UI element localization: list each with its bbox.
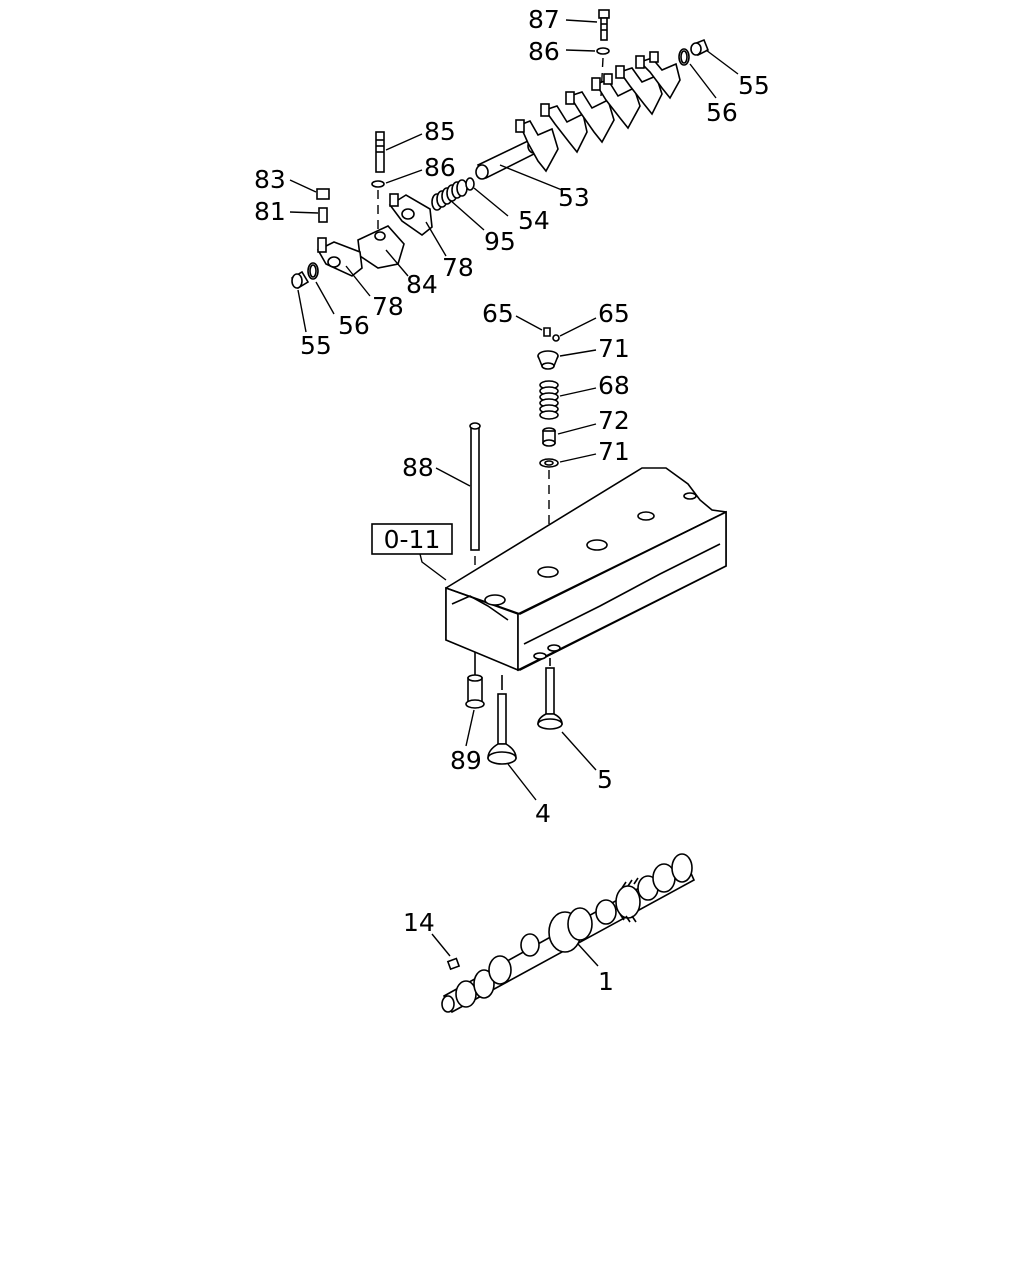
seal-72-drawing	[542, 427, 556, 447]
valve-4-drawing	[487, 675, 517, 765]
bolt-87-drawing	[598, 9, 610, 41]
callout-87[interactable]: 87	[528, 5, 560, 34]
callout-83[interactable]: 83	[254, 165, 286, 194]
callout-labels: 87 86 55 56 85 86 83 81 53 54 95 78 84 7…	[254, 5, 770, 996]
reference-box[interactable]: 0-11	[371, 523, 453, 581]
callout-85[interactable]: 85	[424, 117, 456, 146]
callout-86[interactable]: 86	[528, 37, 560, 66]
callout-88[interactable]: 88	[402, 453, 434, 482]
cylinder-head-drawing	[445, 467, 727, 672]
callout-78[interactable]: 78	[372, 292, 404, 321]
callout-65[interactable]: 65	[598, 299, 630, 328]
callout-54[interactable]: 54	[518, 206, 550, 235]
callout-14[interactable]: 14	[403, 908, 435, 937]
camshaft-drawing	[441, 853, 696, 1014]
callout-86[interactable]: 86	[424, 153, 456, 182]
rocker-78-upper-drawing	[388, 193, 433, 236]
callout-95[interactable]: 95	[484, 227, 516, 256]
retainer-71-top-drawing	[537, 350, 559, 370]
valve-guide-89-drawing	[465, 652, 485, 709]
callout-4[interactable]: 4	[535, 799, 551, 828]
leader-lines	[289, 19, 739, 967]
callout-78[interactable]: 78	[442, 253, 474, 282]
callout-71[interactable]: 71	[598, 437, 630, 466]
callout-84[interactable]: 84	[406, 270, 438, 299]
callout-5[interactable]: 5	[597, 765, 613, 794]
bush-55-left-drawing	[290, 270, 310, 290]
callout-1[interactable]: 1	[598, 967, 614, 996]
callout-89[interactable]: 89	[450, 746, 482, 775]
callout-65[interactable]: 65	[482, 299, 514, 328]
bush-55-top-drawing	[690, 38, 710, 57]
rocker-shaft-assembly	[290, 9, 710, 290]
spring-95-drawing	[431, 179, 468, 211]
callout-53[interactable]: 53	[558, 183, 590, 212]
rocker-78-lower-drawing	[316, 237, 363, 277]
valve-spring-68-drawing	[539, 380, 559, 420]
callout-72[interactable]: 72	[598, 406, 630, 435]
callout-55[interactable]: 55	[300, 331, 332, 360]
bracket-84-drawing	[357, 225, 405, 269]
callout-81[interactable]: 81	[254, 197, 286, 226]
callout-56[interactable]: 56	[338, 311, 370, 340]
callout-68[interactable]: 68	[598, 371, 630, 400]
rocker-arm-cluster	[515, 51, 681, 173]
callout-55[interactable]: 55	[738, 71, 770, 100]
callout-71[interactable]: 71	[598, 334, 630, 363]
reference-box-label: 0-11	[384, 525, 441, 554]
valve-spring-parts	[537, 327, 560, 570]
stud-85-drawing	[375, 131, 385, 173]
valve-5-drawing	[537, 658, 563, 730]
callout-56[interactable]: 56	[706, 98, 738, 127]
